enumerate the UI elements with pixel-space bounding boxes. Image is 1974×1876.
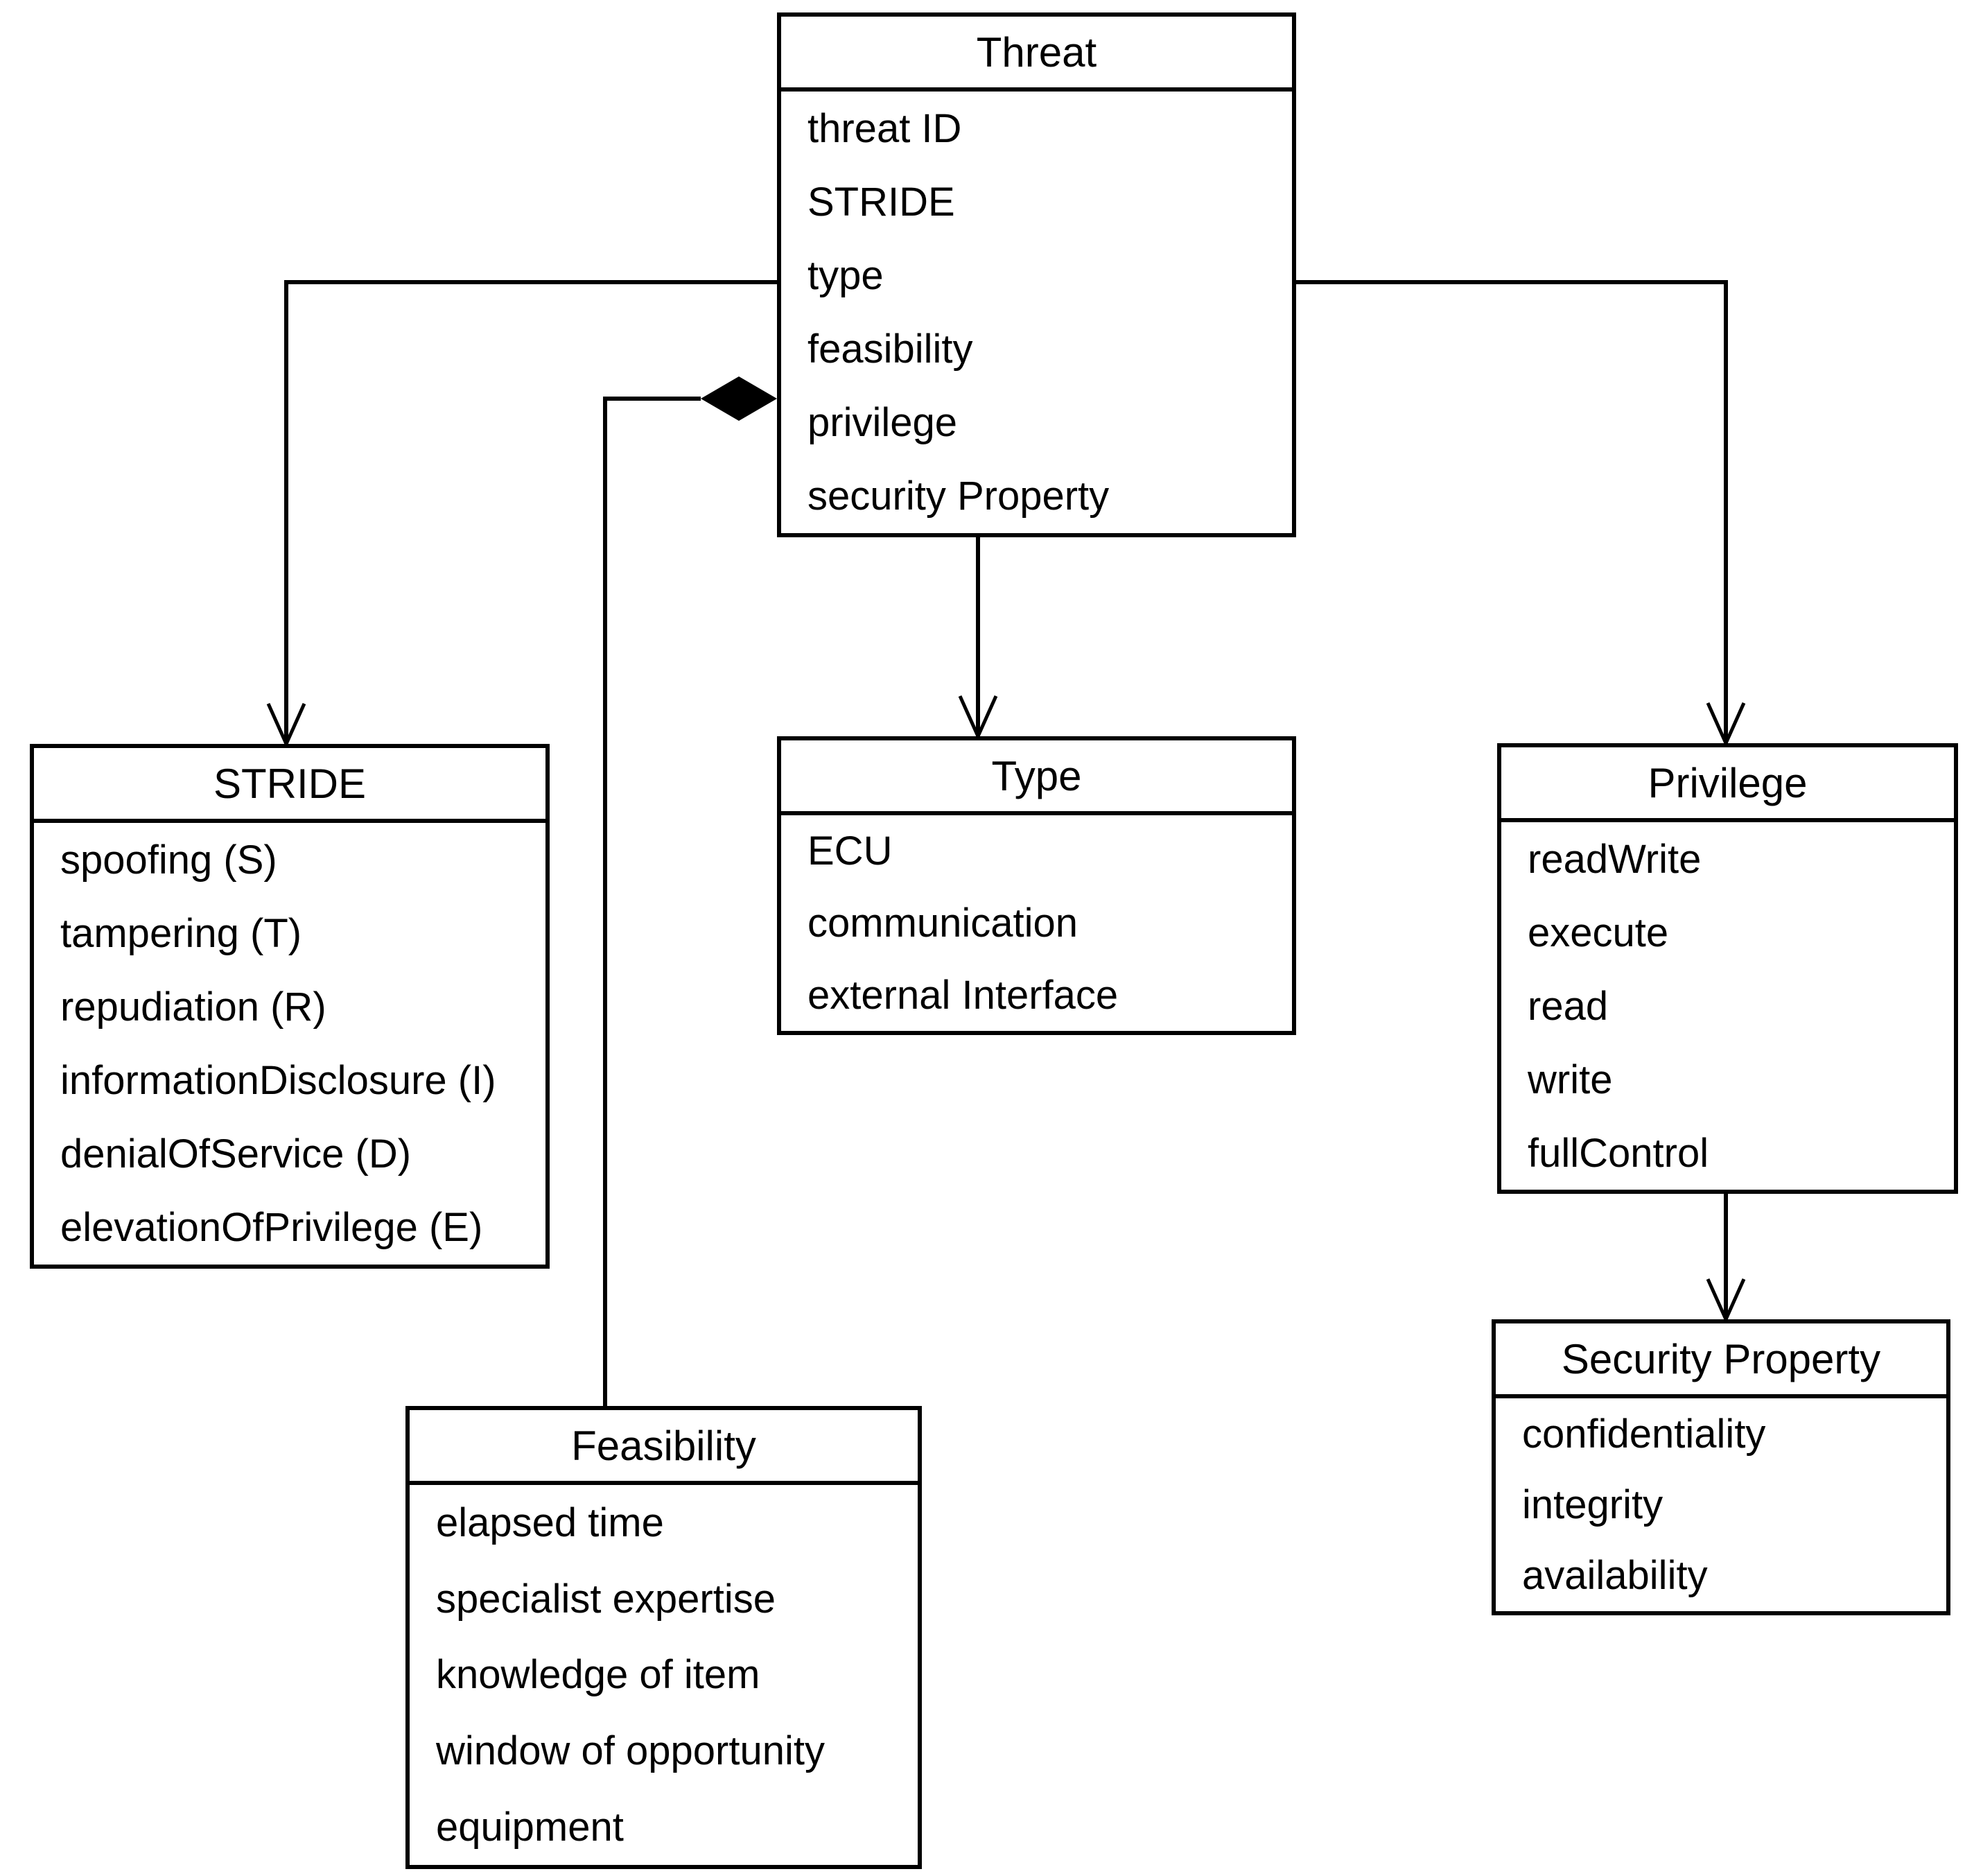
class-title-security-property: Security Property bbox=[1496, 1323, 1946, 1398]
attribute-threat: type bbox=[807, 252, 884, 298]
attribute-feasibility: elapsed time bbox=[436, 1500, 664, 1546]
attribute-stride: tampering (T) bbox=[60, 910, 302, 956]
attribute-privilege: readWrite bbox=[1528, 836, 1702, 882]
class-attributes-type: ECU communication external Interface bbox=[781, 815, 1292, 1031]
attribute-feasibility: knowledge of item bbox=[436, 1652, 760, 1698]
class-title-type: Type bbox=[781, 740, 1292, 815]
class-box-feasibility: Feasibility elapsed time specialist exper… bbox=[405, 1406, 922, 1869]
attribute-security-property: integrity bbox=[1522, 1482, 1663, 1527]
class-title-feasibility: Feasibility bbox=[410, 1410, 918, 1485]
class-box-security-property: Security Property confidentiality integri… bbox=[1492, 1319, 1950, 1615]
class-box-stride: STRIDE spoofing (S) tampering (T) repudiat… bbox=[30, 744, 550, 1269]
attribute-threat: feasibility bbox=[807, 327, 973, 372]
attribute-stride: denialOfService (D) bbox=[60, 1131, 412, 1177]
attribute-feasibility: specialist expertise bbox=[436, 1576, 776, 1622]
attribute-security-property: confidentiality bbox=[1522, 1411, 1766, 1457]
attribute-type: communication bbox=[807, 900, 1078, 946]
class-attributes-security-property: confidentiality integrity availability bbox=[1496, 1398, 1946, 1611]
class-box-threat: Threat threat ID STRIDE type feasibility pri… bbox=[777, 12, 1296, 537]
attribute-stride: informationDisclosure (I) bbox=[60, 1058, 496, 1104]
attribute-type: ECU bbox=[807, 828, 893, 874]
class-box-privilege: Privilege readWrite execute read write fullC… bbox=[1497, 743, 1958, 1194]
attribute-privilege: read bbox=[1528, 983, 1609, 1029]
attribute-privilege: write bbox=[1528, 1057, 1613, 1102]
attribute-threat: threat ID bbox=[807, 105, 962, 151]
attribute-threat: security Property bbox=[807, 474, 1110, 519]
attribute-privilege: execute bbox=[1528, 910, 1669, 955]
class-attributes-privilege: readWrite execute read write fullControl bbox=[1501, 822, 1954, 1190]
attribute-threat: privilege bbox=[807, 400, 957, 446]
attribute-feasibility: equipment bbox=[436, 1804, 624, 1850]
class-title-stride: STRIDE bbox=[34, 748, 545, 823]
class-attributes-stride: spoofing (S) tampering (T) repudiation (R)… bbox=[34, 823, 545, 1265]
attribute-privilege: fullControl bbox=[1528, 1130, 1709, 1176]
attribute-stride: repudiation (R) bbox=[60, 984, 326, 1030]
attribute-stride: elevationOfPrivilege (E) bbox=[60, 1205, 483, 1251]
attribute-threat: STRIDE bbox=[807, 179, 955, 225]
class-attributes-feasibility: elapsed time specialist expertise knowledg… bbox=[410, 1485, 918, 1865]
class-title-threat: Threat bbox=[781, 17, 1292, 92]
class-title-privilege: Privilege bbox=[1501, 747, 1954, 822]
attribute-security-property: availability bbox=[1522, 1553, 1708, 1599]
attribute-feasibility: window of opportunity bbox=[436, 1728, 825, 1774]
attribute-stride: spoofing (S) bbox=[60, 837, 277, 883]
attribute-type: external Interface bbox=[807, 972, 1119, 1018]
class-box-type: Type ECU communication external Interface bbox=[777, 736, 1296, 1035]
class-attributes-threat: threat ID STRIDE type feasibility privilege s… bbox=[781, 92, 1292, 533]
